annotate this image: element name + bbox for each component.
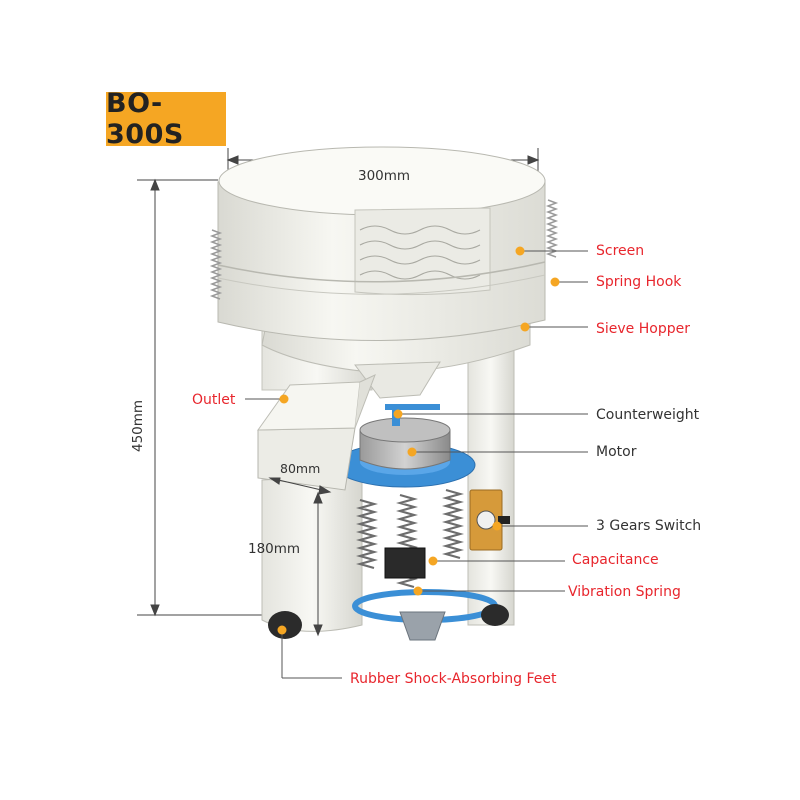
diameter-label: 300mm: [358, 168, 411, 184]
rubber-feet-dot: [277, 625, 287, 635]
label-capacitance: Capacitance: [572, 552, 659, 568]
switch-dot: [492, 521, 502, 531]
label-counterweight: Counterweight: [596, 407, 700, 423]
model-badge: BO-300S: [106, 88, 226, 150]
outlet-width-label: 80mm: [280, 461, 321, 476]
sieve-hopper-dot: [520, 322, 530, 332]
capacitance-dot: [428, 556, 438, 566]
vibration-spring-dot: [413, 586, 423, 596]
outlet-width-dimension-line: [268, 477, 332, 495]
outlet-height-dimension-line: [313, 491, 323, 637]
label-sieve-hopper: Sieve Hopper: [596, 321, 690, 337]
label-rubber-feet: Rubber Shock-Absorbing Feet: [350, 671, 557, 687]
outlet-height-label: 180mm: [248, 541, 301, 557]
label-motor: Motor: [596, 444, 637, 460]
label-outlet: Outlet: [192, 392, 236, 408]
label-gears-switch: 3 Gears Switch: [596, 518, 702, 534]
height-dimension-line: [137, 178, 265, 617]
motor-dot: [407, 447, 417, 457]
label-spring-hook: Spring Hook: [596, 274, 682, 290]
outlet-dot: [279, 394, 289, 404]
label-screen: Screen: [596, 243, 645, 259]
spring-hook-dot: [550, 277, 560, 287]
label-vibration-spring: Vibration Spring: [568, 584, 681, 600]
height-label: 450mm: [130, 399, 146, 452]
counterweight-dot: [393, 409, 403, 419]
screen-dot: [515, 246, 525, 256]
